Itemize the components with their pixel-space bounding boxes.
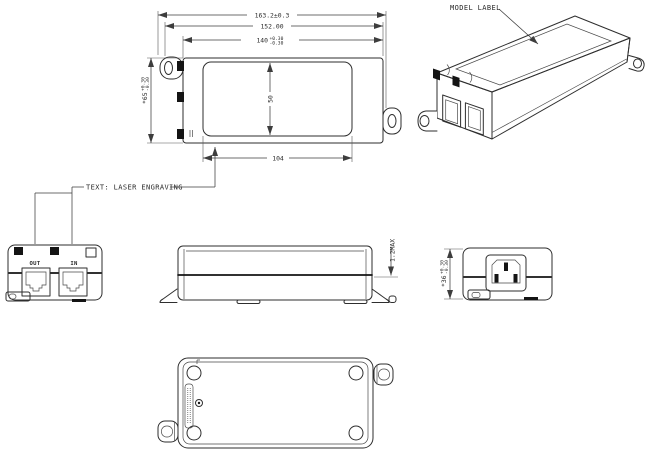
label-recess-top (202, 61, 353, 137)
port-cutout-mark (177, 92, 184, 102)
dim-text-label-width: 50 (267, 95, 275, 103)
port-cutout-mark (177, 61, 184, 71)
line-pin-slot (494, 274, 499, 283)
dim-text-overall-length: 163.2±0.3 (255, 11, 290, 19)
iso-groove-line (446, 64, 450, 76)
mounting-tab-bottom-left (157, 420, 179, 443)
housing-outline-rear (462, 247, 553, 301)
iso-side-face (491, 37, 631, 140)
dim-body-length: 140 +0.30 -0.30 (182, 36, 383, 58)
top-view: 163.2±0.3 152.00 140 +0.30 -0.30 *65 + (140, 11, 402, 162)
mounting-ear-left (159, 288, 178, 303)
inlet-recess (491, 259, 521, 284)
dim-overall-length: 163.2±0.3 (157, 11, 387, 108)
ear-slot-hole (387, 114, 397, 128)
iec-c14-inlet (485, 254, 527, 292)
dim-tol-plus: +0.30 (270, 36, 284, 42)
laser-engraving-callout: TEXT: LASER ENGRAVING (34, 147, 218, 244)
base-inner-edge (182, 361, 369, 445)
iso-label-recess (455, 23, 612, 86)
iso-rj45-ports (442, 94, 484, 136)
vent-mark (50, 247, 59, 255)
foot-pad (524, 297, 538, 300)
rj45-in-jack (58, 267, 88, 297)
laser-engraving-text: TEXT: LASER ENGRAVING (86, 184, 183, 192)
dim-tol-minus: -0.30 (444, 260, 450, 274)
iso-groove-line (469, 71, 473, 83)
port-cutout-mark (177, 129, 184, 139)
dim-tol-minus: -0.30 (145, 77, 151, 91)
dim-label-length: 104 (202, 136, 353, 162)
dim-tol-plus: +0.30 (439, 260, 445, 274)
dim-body-width: *65 +0.30 -0.30 (140, 57, 183, 144)
dim-tol-plus: +0.30 (140, 77, 146, 91)
iso-corner-mark (433, 68, 440, 81)
side-view: 1.2MAX (159, 239, 398, 304)
iso-corner-mark (452, 75, 460, 88)
mounting-ear-right (371, 288, 390, 303)
dim-flange-length: 152.00 (164, 22, 384, 56)
ear-tab (388, 295, 397, 303)
foot-pad (343, 299, 368, 304)
housing-outline-bottom (177, 357, 374, 449)
dim-body-height: *36 +0.30 -0.30 (439, 248, 463, 300)
mounting-ear-right (382, 107, 402, 135)
model-label-text: MODEL LABEL (450, 4, 501, 12)
iso-top-face (436, 15, 631, 93)
rj45-out-jack (21, 267, 51, 297)
dim-text-flash-max: 1.2MAX (389, 239, 397, 262)
foot-boss (348, 365, 364, 381)
iso-parting-line (491, 58, 627, 133)
foot-boss (186, 425, 202, 441)
front-view: OUT IN (5, 244, 103, 302)
housing-outline-front (7, 244, 103, 301)
front-mounting-ear (5, 291, 31, 302)
isometric-view: MODEL LABEL (417, 4, 645, 140)
neutral-pin-slot (513, 274, 518, 283)
port-in-label: IN (70, 261, 78, 267)
rear-view: *36 +0.30 -0.30 (439, 247, 553, 301)
regulatory-label-strip (184, 383, 194, 429)
orientation-mark (196, 359, 200, 364)
port-out-label: OUT (29, 261, 40, 267)
dim-parting-flash: 1.2MAX (374, 239, 398, 278)
iso-mounting-ear-right (628, 55, 645, 72)
housing-outline-top (182, 57, 384, 144)
dim-text-body-height: *36 (440, 275, 448, 287)
dim-label-width: 50 (267, 63, 275, 135)
iso-front-face (436, 72, 493, 140)
foot-boss (186, 365, 202, 381)
housing-outline-side (177, 245, 373, 301)
foot-pad (236, 299, 261, 304)
model-label-leader (498, 8, 539, 45)
engraving-mark (189, 130, 193, 137)
dim-text-label-length: 104 (272, 154, 284, 162)
dim-text-flange-length: 152.00 (260, 22, 283, 30)
dim-text-body-length: 140 (256, 36, 268, 44)
iso-mounting-ear-left (417, 110, 438, 132)
mounting-tab-top-right (373, 363, 394, 386)
dim-tol-minus: -0.30 (270, 41, 284, 47)
iso-end-edge (626, 37, 631, 63)
foot-pad (72, 299, 86, 302)
foot-boss (348, 425, 364, 441)
bottom-view (157, 357, 394, 449)
ear-slot-hole (164, 61, 173, 75)
earth-pin-slot (504, 262, 508, 271)
rear-mounting-ear (467, 289, 491, 300)
vent-mark (14, 247, 23, 255)
latch-cutout (85, 247, 97, 258)
screw-boss (195, 399, 203, 407)
dim-text-body-width: *65 (141, 92, 149, 104)
